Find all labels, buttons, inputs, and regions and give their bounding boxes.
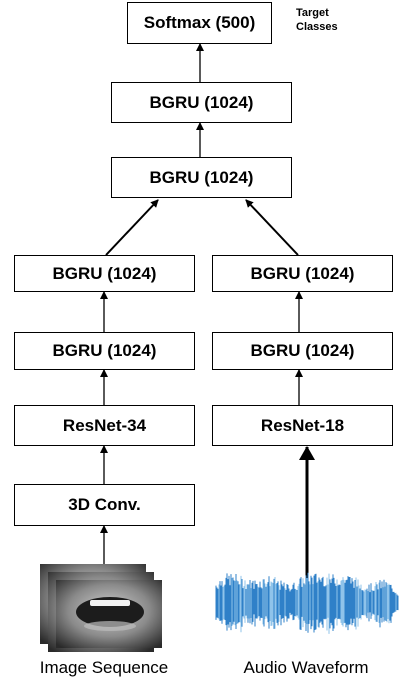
audio-waveform-caption: Audio Waveform bbox=[243, 658, 369, 677]
audio-waveform bbox=[215, 572, 399, 634]
target-label-line1: Target bbox=[296, 7, 329, 19]
video-conv-box: 3D Conv. bbox=[14, 484, 195, 526]
bgru-lower-box: BGRU (1024) bbox=[111, 157, 292, 198]
frame-front bbox=[56, 580, 162, 648]
target-label-line2: Classes bbox=[296, 21, 338, 33]
image-sequence-caption: Image Sequence bbox=[39, 658, 169, 677]
video-bgru-1-box: BGRU (1024) bbox=[14, 255, 195, 292]
softmax-box: Softmax (500) bbox=[127, 2, 272, 44]
audio-bgru-2-box: BGRU (1024) bbox=[212, 332, 393, 370]
audio-bgru-1-box: BGRU (1024) bbox=[212, 255, 393, 292]
video-bgru-2-box: BGRU (1024) bbox=[14, 332, 195, 370]
bgru-upper-box: BGRU (1024) bbox=[111, 82, 292, 123]
audio-resnet-box: ResNet-18 bbox=[212, 405, 393, 446]
arrow-video-to-merge bbox=[105, 199, 159, 256]
arrow-audio-to-merge bbox=[245, 199, 299, 256]
target-classes-label: Target Classes bbox=[296, 6, 338, 34]
video-resnet-box: ResNet-34 bbox=[14, 405, 195, 446]
